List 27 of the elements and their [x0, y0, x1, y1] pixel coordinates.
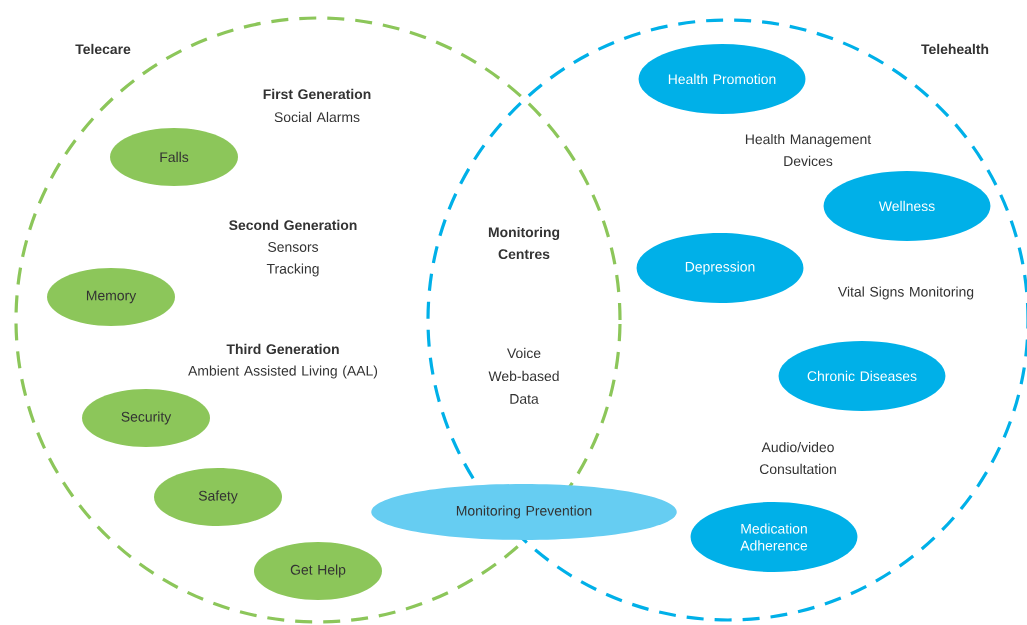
ellipse-node: Health Promotion — [638, 44, 806, 114]
text-label: Sensors — [268, 242, 319, 252]
ellipse-node: Monitoring Prevention — [371, 484, 677, 540]
circle-heading: Telecare — [75, 43, 131, 55]
ellipse-node: Get Help — [254, 542, 382, 600]
ellipse-node: Security — [82, 389, 210, 447]
text-label: First Generation — [263, 88, 371, 100]
ellipse-node: Wellness — [823, 171, 991, 241]
text-label: Audio/video Consultation — [759, 441, 836, 475]
text-label: Voice — [507, 347, 541, 359]
ellipse-node: Memory — [47, 268, 175, 326]
circle-heading: Telehealth — [921, 43, 989, 55]
ellipse-node: Chronic Diseases — [778, 341, 946, 411]
text-label: Health Management Devices — [745, 133, 872, 167]
ellipse-node: Medication Adherence — [690, 502, 858, 572]
ellipse-node: Falls — [110, 128, 238, 186]
text-label: Monitoring Centres — [488, 226, 560, 260]
text-label: Third Generation — [226, 343, 339, 355]
text-label: Web-based — [488, 370, 559, 382]
ellipse-node: Depression — [636, 233, 804, 303]
text-label: Second Generation — [229, 219, 357, 231]
text-label: Data — [510, 394, 539, 404]
text-label: Tracking — [266, 263, 319, 277]
text-label: Ambient Assisted Living (AAL) — [188, 365, 378, 379]
ellipse-node: Safety — [154, 468, 282, 526]
text-label: Social Alarms — [274, 111, 360, 123]
text-label: Vital Signs Monitoring — [837, 286, 974, 300]
